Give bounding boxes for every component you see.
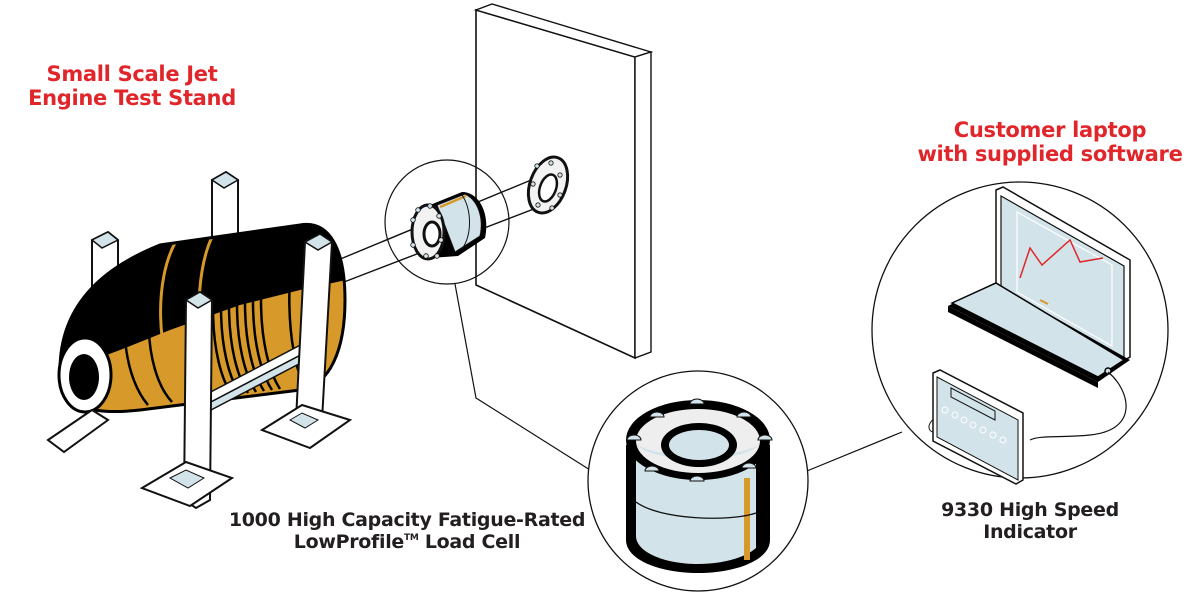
laptop-label-line1: Customer laptop <box>953 118 1147 142</box>
load-cell-label-prefix: LowProfile <box>293 530 405 553</box>
indicator-label-line1: 9330 High Speed <box>941 499 1119 521</box>
laptop-label: Customer laptop with supplied software <box>905 118 1195 166</box>
jet-engine-stand <box>46 170 353 510</box>
callout-connectors <box>454 283 903 476</box>
wall-flange <box>526 155 570 215</box>
trademark-mark: TM <box>404 532 419 543</box>
laptop-label-line2: with supplied software <box>917 142 1183 167</box>
test-stand-label-line1: Small Scale Jet <box>46 62 218 86</box>
load-cell-small <box>410 192 487 261</box>
indicator-device <box>932 369 1024 485</box>
load-cell-label-line2: LowProfileTM Load Cell <box>222 530 592 554</box>
stand-post-front <box>139 290 235 510</box>
test-stand-label-line2: Engine Test Stand <box>28 86 236 111</box>
indicator-label: 9330 High Speed Indicator <box>935 499 1125 544</box>
test-stand-label: Small Scale Jet Engine Test Stand <box>12 62 252 110</box>
laptop-screen-chart <box>1019 238 1104 279</box>
callout-circle-small <box>384 159 510 285</box>
laptop-icon <box>948 186 1131 388</box>
stand-post-back-right <box>259 232 353 450</box>
load-cell-label: 1000 High Capacity Fatigue-Rated LowProf… <box>222 509 592 554</box>
laptop-indicator-detail <box>871 181 1169 485</box>
load-cell-label-line1: 1000 High Capacity Fatigue-Rated <box>228 509 586 531</box>
engine-nozzle <box>57 336 113 414</box>
indicator-cable <box>1029 371 1127 441</box>
indicator-label-line2: Indicator <box>983 520 1077 543</box>
load-cell-detail <box>587 370 809 592</box>
load-cell-label-suffix: Load Cell <box>418 530 521 553</box>
